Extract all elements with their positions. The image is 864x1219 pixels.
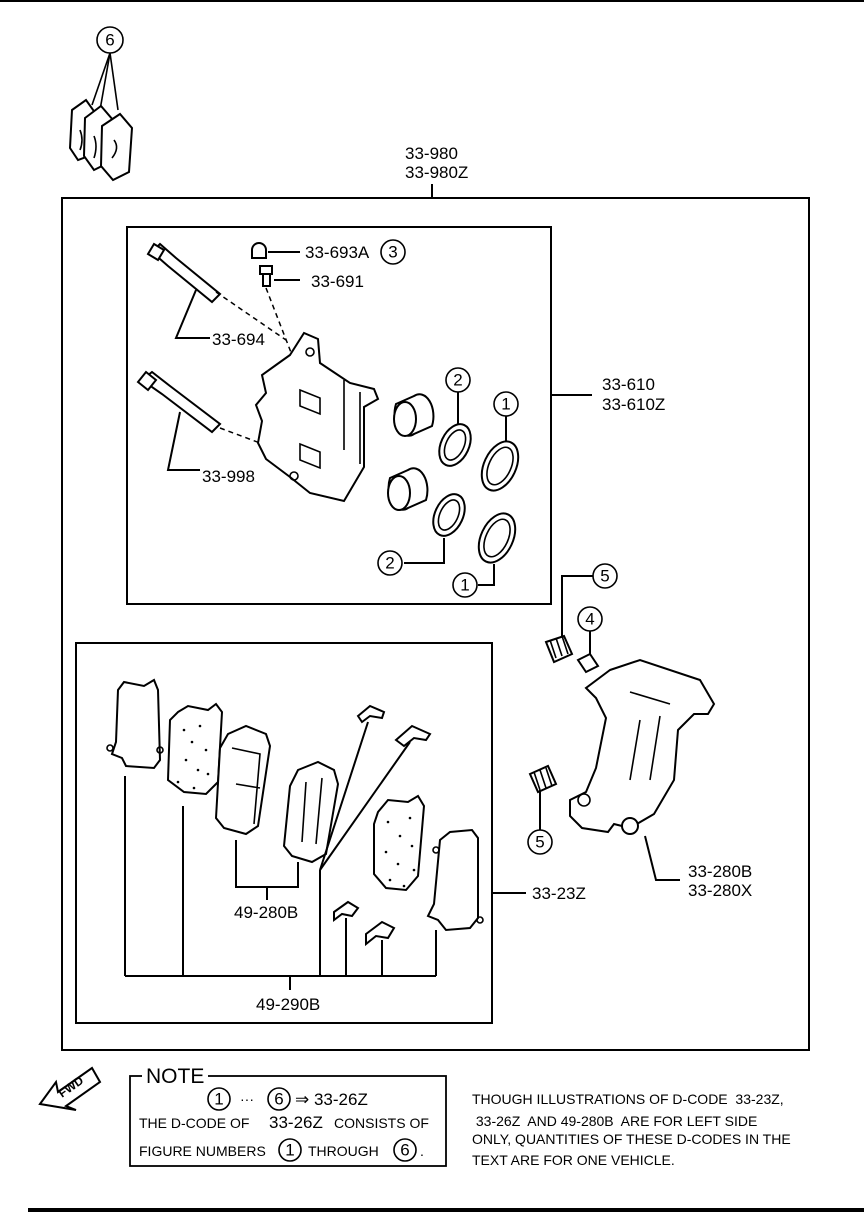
bleeder-screw xyxy=(259,265,273,287)
shim-outer-1 xyxy=(106,678,164,770)
disclaimer-line-4: TEXT ARE FOR ONE VEHICLE. xyxy=(472,1152,675,1168)
note-line2-b: CONSISTS OF xyxy=(334,1115,429,1131)
label-33-280x: 33-280X xyxy=(688,881,752,900)
fig-1-lower: 1 xyxy=(460,576,469,595)
seal-kit-bags: 6 xyxy=(68,26,134,182)
label-33-980: 33-980 xyxy=(405,144,458,163)
dust-boot-upper xyxy=(480,440,520,492)
fig-6-top: 6 xyxy=(105,31,114,50)
fwd-arrow-icon: FWD xyxy=(38,1066,102,1111)
note-line3-end: . xyxy=(420,1143,424,1159)
label-49-290b: 49-290B xyxy=(256,995,320,1014)
label-33-694: 33-694 xyxy=(212,330,265,349)
disclaimer-line-3: ONLY, QUANTITIES OF THESE D-CODES IN THE xyxy=(472,1131,791,1147)
piston-seal-upper xyxy=(438,423,472,467)
note-line3-a: FIGURE NUMBERS xyxy=(139,1143,266,1159)
label-33-280b: 33-280B xyxy=(688,862,752,881)
note-title: NOTE xyxy=(146,1065,204,1088)
note-line3-mid: THROUGH xyxy=(308,1143,379,1159)
caliper-body-frame xyxy=(126,226,552,605)
guide-boot-upper xyxy=(544,634,574,664)
fig-5-lower: 5 xyxy=(535,833,544,852)
pad-kit-frame xyxy=(75,642,493,1024)
piston-seal-lower xyxy=(432,493,466,537)
fig-4: 4 xyxy=(585,610,594,629)
dust-boot-lower xyxy=(477,512,517,564)
shim-perforated-2 xyxy=(373,794,426,892)
shim-perforated-1 xyxy=(166,702,224,796)
brake-pad-outer xyxy=(282,760,340,864)
label-33-610z: 33-610Z xyxy=(602,395,665,414)
label-33-693a: 33-693A xyxy=(305,243,370,262)
piston-lower xyxy=(387,467,429,511)
guide-boot-lower xyxy=(528,764,558,794)
assembly-frame xyxy=(61,197,810,1051)
pad-clip-2 xyxy=(365,920,396,947)
note-line3-circle2: 6 xyxy=(400,1141,409,1160)
fig-3: 3 xyxy=(388,243,397,262)
wear-indicator-1 xyxy=(356,704,386,724)
bushing xyxy=(576,652,600,674)
label-33-691: 33-691 xyxy=(311,272,364,291)
note-circle-first: 1 xyxy=(214,1090,223,1109)
guide-pin-upper xyxy=(146,242,222,304)
label-33-998: 33-998 xyxy=(202,467,255,486)
label-33-980z: 33-980Z xyxy=(405,163,468,182)
label-33-23z: 33-23Z xyxy=(532,884,586,903)
disclaimer-line-1: THOUGH ILLUSTRATIONS OF D-CODE 33-23Z, xyxy=(472,1091,784,1107)
label-49-280b: 49-280B xyxy=(234,903,298,922)
note-arrow-code: ⇒ 33-26Z xyxy=(295,1090,368,1109)
fig-2-upper: 2 xyxy=(453,371,462,390)
fig-5-upper: 5 xyxy=(600,567,609,586)
caliper-housing xyxy=(254,331,380,503)
fig-1-upper: 1 xyxy=(501,395,510,414)
label-33-610: 33-610 xyxy=(602,375,655,394)
note-line3-circle1: 1 xyxy=(285,1141,294,1160)
pad-clip-1 xyxy=(333,900,360,922)
fig-2-lower: 2 xyxy=(385,554,394,573)
note-line2-a: THE D-CODE OF xyxy=(139,1115,249,1131)
wear-indicator-2 xyxy=(394,724,432,748)
note-box xyxy=(129,1075,447,1167)
guide-pin-lower xyxy=(136,370,222,434)
disclaimer-line-2: 33-26Z AND 49-280B ARE FOR LEFT SIDE xyxy=(472,1113,757,1129)
shim-outer-2 xyxy=(426,828,484,932)
caliper-bracket xyxy=(569,658,716,835)
bleeder-cap xyxy=(251,242,267,259)
brake-pad-inner xyxy=(214,724,272,836)
note-circle-last: 6 xyxy=(274,1090,283,1109)
piston-upper xyxy=(393,393,435,437)
note-dots: ··· xyxy=(240,1091,254,1107)
note-line2-code: 33-26Z xyxy=(269,1113,323,1132)
